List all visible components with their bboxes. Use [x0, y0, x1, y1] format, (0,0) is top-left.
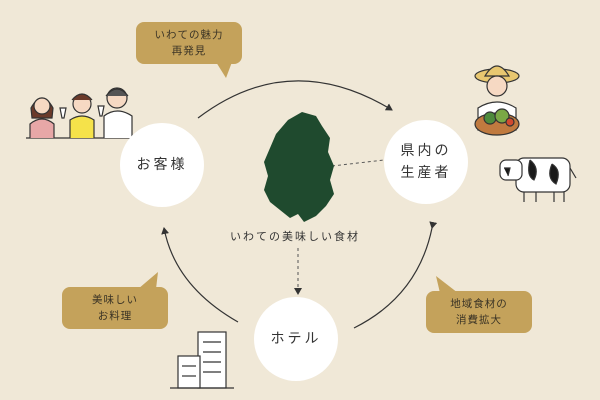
iwate-prefecture-map-icon — [264, 112, 334, 222]
hotel-node: ホテル — [254, 297, 338, 381]
producer-label-line2: 生産者 — [400, 165, 452, 181]
center-label: いわての美味しい食材 — [230, 230, 360, 243]
bubble-right-line2: 消費拡大 — [456, 314, 502, 326]
connector-map-to-producer — [331, 159, 385, 167]
customer-node: お客様 — [120, 123, 204, 207]
bubble-top-text: いわての魅力 再発見 — [136, 22, 242, 64]
bubble-right-shape — [426, 276, 532, 333]
bubble-right-text: 地域食材の 消費拡大 — [426, 291, 532, 333]
farmer-with-vegetables-icon — [474, 65, 520, 136]
producer-label-line1: 県内の — [400, 143, 452, 159]
bubble-left-line1: 美味しい — [92, 294, 138, 306]
customer-label: お客様 — [136, 157, 188, 173]
bubble-left-shape — [62, 272, 168, 329]
producer-node: 県内の 生産者 — [384, 120, 468, 204]
bubble-right-line1: 地域食材の — [450, 298, 508, 310]
arrow-producer-to-hotel — [353, 221, 438, 329]
cow-icon — [499, 157, 577, 202]
bubble-top-line2: 再発見 — [171, 45, 207, 57]
hotel-label: ホテル — [270, 331, 322, 347]
hotel-building-icon — [170, 331, 234, 389]
bubble-top-shape — [136, 22, 242, 78]
family-dining-icon — [26, 87, 140, 139]
bubble-left-text: 美味しい お料理 — [62, 287, 168, 329]
arrow-hotel-to-customer — [161, 227, 239, 323]
bubble-left-line2: お料理 — [97, 310, 133, 322]
bubble-top-line1: いわての魅力 — [154, 29, 224, 41]
arrow-customer-to-producer — [197, 80, 393, 119]
